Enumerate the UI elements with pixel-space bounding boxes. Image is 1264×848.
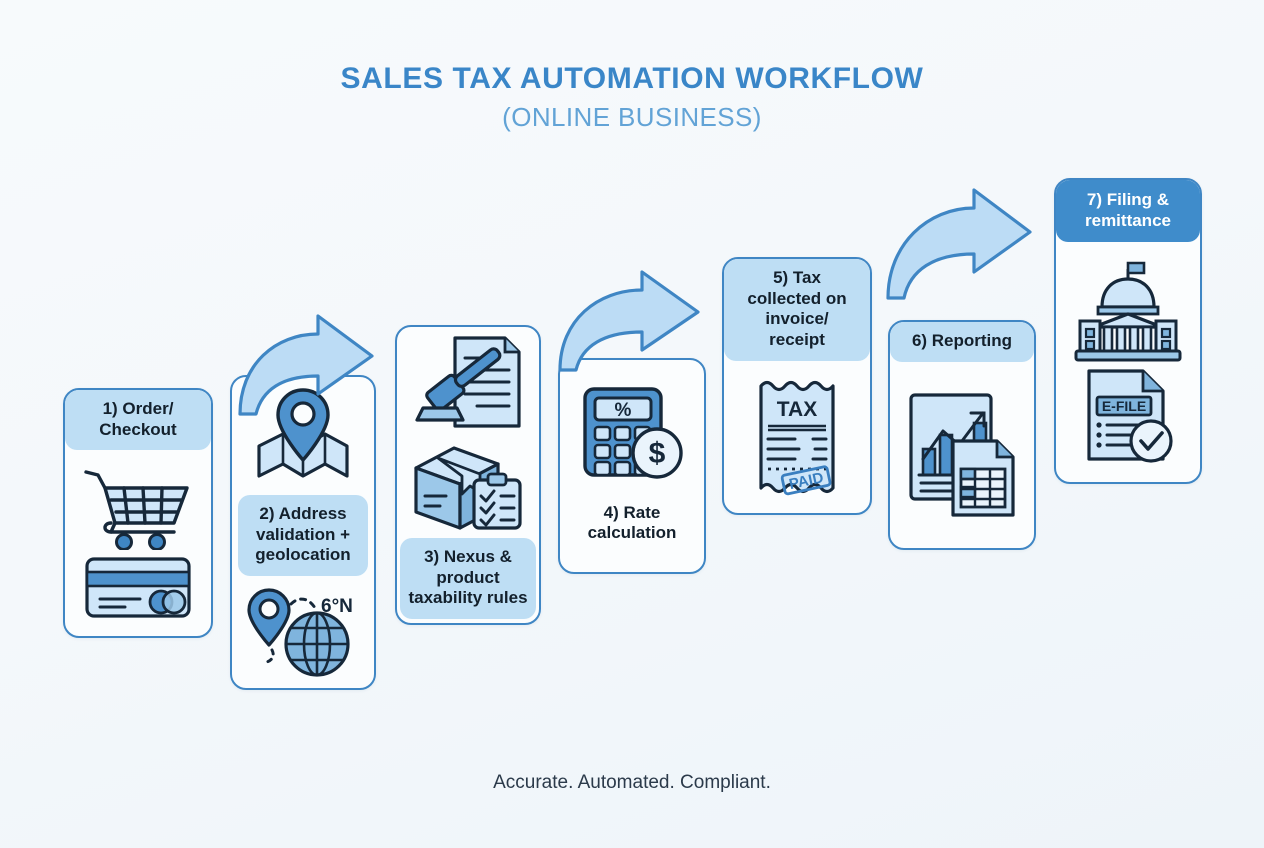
gavel-document-icon: [415, 336, 521, 428]
step-5-icons: TAX PAID: [724, 361, 870, 513]
step-1-icons: [65, 450, 211, 636]
step-1-label: 1) Order/Checkout: [65, 390, 211, 451]
shopping-cart-icon: [83, 470, 189, 551]
efile-document-check-icon: E-FILE: [1087, 369, 1173, 463]
spreadsheet-icon: [951, 439, 1015, 517]
step-card-6-reporting[interactable]: 6) Reporting: [888, 320, 1036, 550]
step-6-label: 6) Reporting: [890, 322, 1034, 362]
step-7-icons: E-FILE: [1056, 242, 1200, 482]
step-2-icons-top: [232, 377, 374, 495]
step-card-7-filing-remittance[interactable]: 7) Filing &remittance: [1054, 178, 1202, 484]
paid-stamp: PAID: [788, 469, 826, 493]
dollar-coin-icon: [631, 427, 683, 479]
tax-receipt-icon: TAX PAID: [759, 380, 835, 496]
pin-globe-icon: 6°N: [247, 588, 353, 677]
box-checklist-icon: [414, 446, 522, 530]
receipt-heading: TAX: [777, 398, 817, 421]
percent-symbol: %: [615, 400, 632, 421]
step-card-1-order-checkout[interactable]: 1) Order/Checkout: [63, 388, 213, 638]
step-4-icons: % $: [560, 360, 704, 499]
geo-coordinate-label: 6°N: [321, 596, 353, 617]
step-6-icons: [890, 362, 1034, 548]
step-7-label: 7) Filing &remittance: [1056, 180, 1200, 243]
svg-text:$: $: [649, 437, 666, 470]
credit-card-icon: [85, 557, 191, 618]
map-pin-on-map-icon: [257, 388, 349, 478]
title-block: Sales Tax Automation Workflow (Online Bu…: [0, 62, 1264, 134]
step-3-icons: [397, 327, 539, 538]
page-title: Sales Tax Automation Workflow: [340, 62, 924, 95]
calculator-percent-icon: % $: [583, 387, 683, 479]
efile-label: E-FILE: [1102, 398, 1146, 414]
bar-chart-report-icon: [909, 393, 1015, 517]
step-2-icons-bottom: 6°N: [232, 576, 374, 688]
government-building-icon: [1074, 261, 1182, 362]
page-subtitle: (Online Business): [502, 101, 762, 132]
arrow-step6-to-step7: [880, 182, 1038, 302]
footer-tagline: Accurate. Automated. Compliant.: [493, 772, 771, 793]
